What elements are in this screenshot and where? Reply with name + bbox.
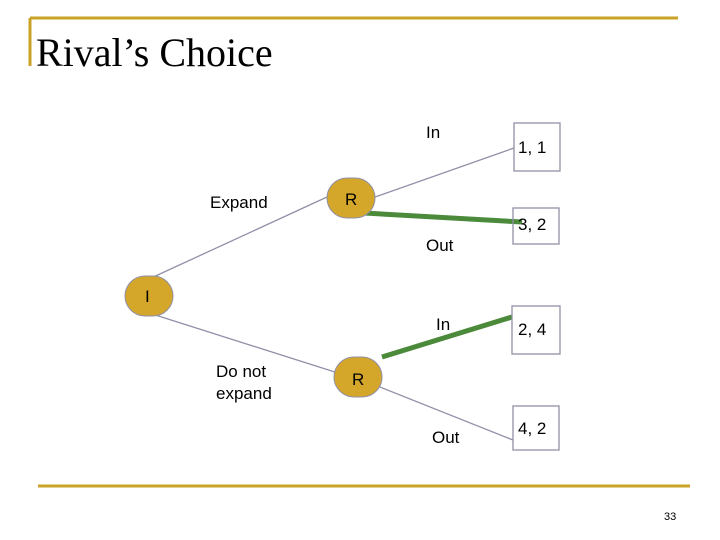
label-lower-in: In [436,315,450,334]
payoff-box-upper-out [512,207,560,245]
upper-rival-node [326,177,376,219]
page-number: 33 [664,511,676,523]
lower-branch-in [381,314,513,360]
label-expand: Expand [210,193,268,212]
payoff-box-lower-in [511,305,561,355]
payoff-box-upper-in [513,122,561,172]
upper-branch-out [363,210,523,225]
lower-branch-out [374,384,514,441]
payoff-lower-in: 2, 4 [518,320,546,339]
label-upper-out: Out [426,236,454,255]
upper-rival-node-label: R [345,190,357,209]
payoff-lower-out: 4, 2 [518,419,546,438]
payoff-box-lower-out [512,405,560,451]
lower-rival-node-label: R [352,370,364,389]
upper-branch-in [374,147,515,198]
slide-title: Rival’s Choice [36,30,273,75]
label-do-not-expand-line1: Do not [216,362,266,381]
lower-rival-node [333,356,383,398]
payoff-upper-out: 3, 2 [518,215,546,234]
payoff-upper-in: 1, 1 [518,138,546,157]
branch-expand [148,196,328,280]
branch-do-not-expand [148,312,339,374]
root-node [124,275,174,317]
label-lower-out: Out [432,428,460,447]
label-do-not-expand-line2: expand [216,384,272,403]
root-node-label: I [145,287,150,306]
label-upper-in: In [426,123,440,142]
